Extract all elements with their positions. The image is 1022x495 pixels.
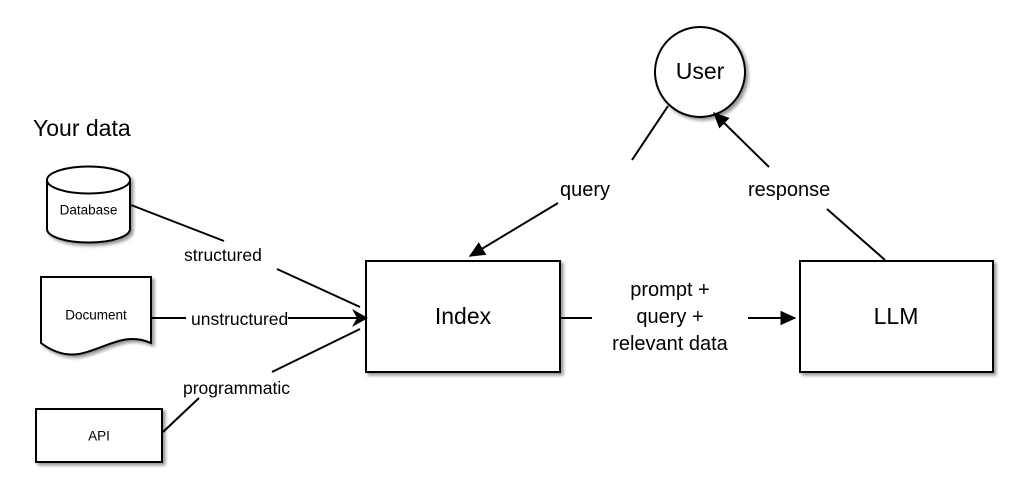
your-data-title: Your data (33, 115, 131, 141)
edge-label-prompt-line1: prompt + (630, 279, 709, 301)
edge-label-programmatic: programmatic (183, 378, 290, 398)
index-input-arrowhead (352, 309, 368, 327)
node-database[interactable] (46, 165, 131, 244)
node-user[interactable] (654, 26, 746, 118)
edge-label-prompt-line3: relevant data (612, 333, 729, 355)
node-api-label: API (88, 429, 110, 444)
node-index-label: Index (435, 303, 492, 329)
edge-api-to-label-programmatic (162, 397, 200, 433)
node-database-label: Database (60, 203, 118, 218)
edge-user-to-label-query (631, 105, 669, 161)
node-document[interactable] (40, 276, 152, 356)
edge-structured-to-index (276, 268, 361, 308)
node-user-label: User (676, 58, 725, 84)
edge-label-prompt-line2: query + (636, 306, 703, 328)
edge-label-query: query (560, 179, 610, 201)
node-llm[interactable] (799, 260, 994, 373)
node-document-label: Document (65, 308, 127, 323)
edge-database-to-label-structured (130, 204, 225, 242)
edge-query-to-index (468, 202, 559, 257)
node-llm-label: LLM (874, 303, 919, 329)
node-index[interactable] (365, 260, 561, 373)
node-api[interactable] (35, 408, 163, 463)
edge-programmatic-to-index (271, 328, 361, 373)
edge-label-response: response (748, 179, 830, 201)
edge-label-structured: structured (184, 245, 262, 265)
edge-response-to-user (713, 112, 770, 168)
edge-label-unstructured: unstructured (191, 309, 288, 329)
edge-llm-to-label-response (826, 208, 886, 261)
